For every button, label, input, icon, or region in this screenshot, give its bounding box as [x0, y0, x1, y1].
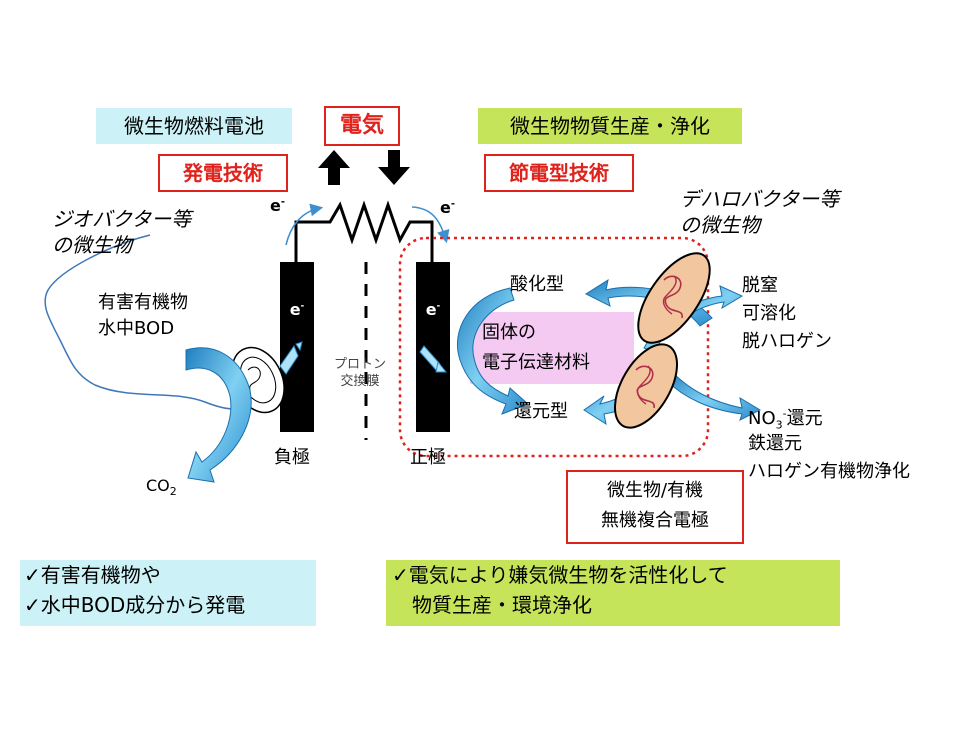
summary-right-line1: ✓電気により嫌気微生物を活性化して	[392, 563, 728, 587]
membrane-label: プロトン 交換膜	[334, 357, 387, 389]
dehalobacter-label: デハロバクター等 の微生物	[680, 187, 840, 237]
reduced-label: 還元型	[514, 401, 568, 422]
electron-arrow-right	[411, 206, 450, 244]
electricity-box: 電気	[324, 106, 400, 146]
saving-tech-box: 節電型技術	[484, 154, 634, 192]
electricity-label: 電気	[339, 113, 384, 138]
power-in-arrow	[378, 150, 410, 185]
product-arrow-down	[665, 371, 762, 421]
summary-right-line2: 物質生産・環境浄化	[412, 593, 592, 617]
organics-to-co2-arrow	[185, 347, 252, 483]
summary-left-line2: ✓水中BOD成分から発電	[24, 593, 246, 617]
solid-material-box	[470, 312, 634, 384]
cathode-plate	[416, 262, 450, 432]
circuit-wire	[294, 200, 434, 262]
production-label-box: 微生物物質生産・浄化	[478, 108, 742, 144]
power-tech-box: 発電技術	[158, 154, 288, 192]
summary-right-box: ✓電気により嫌気微生物を活性化して 物質生産・環境浄化	[386, 560, 840, 626]
anode-electron-text: e-	[280, 300, 314, 319]
anode-electron-arrow	[279, 344, 299, 375]
cathode-label: 正極	[410, 447, 446, 468]
products-top-label: 脱窒 可溶化 脱ハロゲン	[742, 275, 832, 352]
anode-plate	[280, 262, 314, 432]
geobacter-label: ジオバクター等 の微生物	[52, 207, 192, 257]
electron-arrow-left	[285, 203, 324, 246]
oxidized-label: 酸化型	[510, 274, 564, 295]
electron-label-right: e-	[440, 198, 456, 217]
composite-electrode-box: 微生物/有機 無機複合電極	[566, 470, 744, 544]
no3-label: NO3-還元	[748, 407, 823, 432]
summary-left-box: ✓有害有機物や ✓水中BOD成分から発電	[20, 560, 316, 626]
products-bottom-label: 鉄還元 ハロゲン有機物浄化	[748, 433, 910, 482]
solid-material-label: 固体の 電子伝達材料	[482, 322, 590, 373]
cathode-electron-text: e-	[416, 300, 450, 319]
power-out-arrow	[318, 150, 350, 185]
mfc-label-box: 微生物燃料電池	[96, 108, 292, 144]
saving-tech-label: 節電型技術	[509, 161, 609, 185]
dehalobacter-cell-top	[637, 252, 711, 344]
electron-label-left: e-	[270, 196, 286, 215]
summary-left-line1: ✓有害有機物や	[24, 563, 161, 587]
co2-label: CO2	[146, 476, 177, 499]
composite-electrode-label: 微生物/有機 無機複合電極	[601, 480, 709, 531]
composite-electrode-enclosure	[398, 236, 710, 458]
dehalobacter-cell-bottom	[614, 343, 678, 429]
production-label: 微生物物質生産・浄化	[510, 114, 710, 138]
mfc-label: 微生物燃料電池	[124, 114, 264, 138]
organics-label: 有害有機物 水中BOD	[98, 292, 188, 339]
redox-cycle-arrow	[456, 287, 529, 415]
geobacter-filament	[44, 234, 261, 410]
power-tech-label: 発電技術	[183, 161, 263, 185]
anode-label: 負極	[274, 447, 310, 468]
